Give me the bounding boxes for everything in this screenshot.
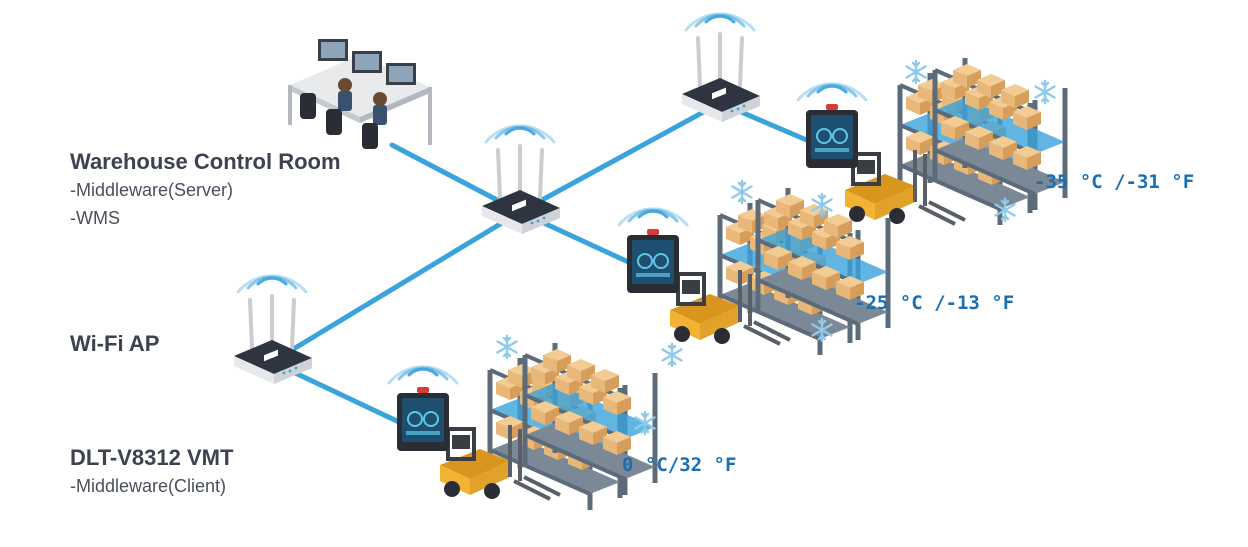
wifi-ap-title: Wi-Fi AP xyxy=(70,331,160,356)
freezer-zone-top xyxy=(796,58,1065,225)
link-router-top-ap xyxy=(517,100,723,215)
wifi-ap-router xyxy=(232,274,314,386)
temperature-bottom: 0 °C/32 °F xyxy=(622,454,737,476)
link-router-ap xyxy=(269,209,523,365)
control-room-illustration xyxy=(288,39,432,149)
snowflake-icon xyxy=(661,342,683,368)
vmt-line-client: -Middleware(Client) xyxy=(70,476,227,496)
snowflake-icon xyxy=(731,179,753,205)
freezer-zone-middle xyxy=(617,179,888,368)
wifi-ap-label: Wi-Fi AP xyxy=(70,330,159,358)
vmt-title: DLT-V8312 VMT xyxy=(70,445,234,470)
temperature-top: -35 °C /-31 °F xyxy=(1034,171,1195,193)
router-top xyxy=(680,12,762,124)
control-room-label: Warehouse Control Room -Middleware(Serve… xyxy=(70,148,341,232)
vmt-label: DLT-V8312 VMT -Middleware(Client) xyxy=(70,444,233,500)
temperature-middle: -25 °C /-13 °F xyxy=(854,292,1015,314)
control-room-title: Warehouse Control Room xyxy=(70,149,341,174)
control-room-line-wms: -WMS xyxy=(70,208,120,228)
router-central xyxy=(480,124,562,236)
snowflake-icon xyxy=(905,59,927,85)
snowflake-icon xyxy=(496,334,518,360)
control-room-line-server: -Middleware(Server) xyxy=(70,180,234,200)
freezer-zone-bottom xyxy=(387,334,655,510)
snowflake-icon xyxy=(1034,79,1056,105)
